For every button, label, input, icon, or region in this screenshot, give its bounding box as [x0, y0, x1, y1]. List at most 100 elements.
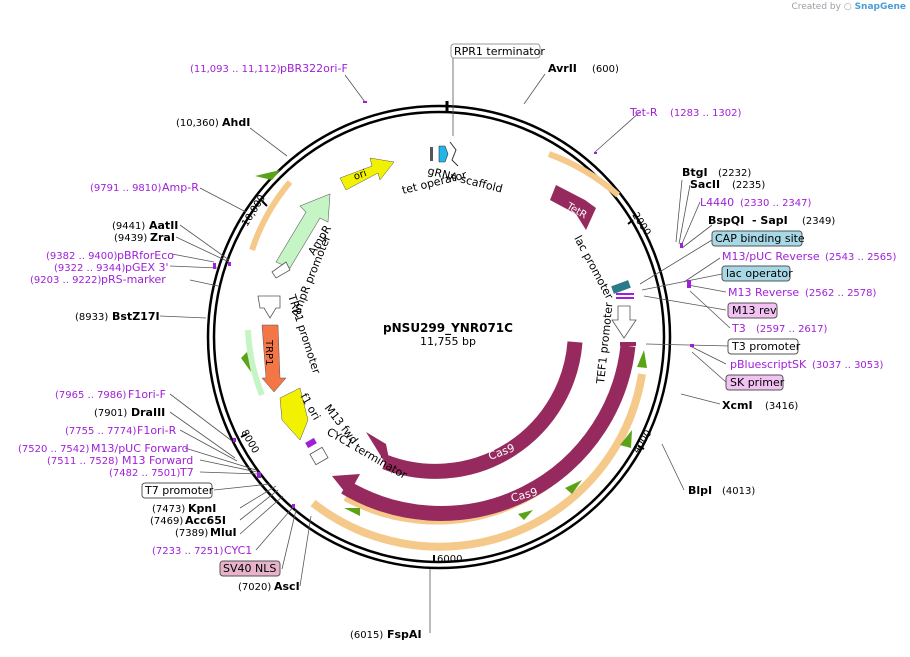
t3-name: T3	[731, 322, 746, 335]
cas9-outer-head	[332, 474, 360, 496]
fspai-pos: (6015)	[350, 630, 383, 641]
trp1-arrow	[261, 324, 287, 393]
xcmi-pos: (3416)	[765, 401, 798, 412]
snapgene-credit: Created by ○ SnapGene	[791, 2, 906, 12]
rpr1-label: RPR1 terminator	[454, 45, 545, 58]
plasmid-size: 11,755 bp	[420, 335, 476, 348]
cas9-band	[310, 373, 646, 551]
green-arrow-2	[637, 350, 647, 368]
leader-lines	[159, 56, 731, 633]
tick-10000	[261, 200, 268, 207]
l4440-range: (2330 .. 2347)	[740, 198, 812, 209]
tick-label-8000: 8000	[238, 428, 260, 456]
cyc1-name: CYC1	[224, 544, 252, 557]
tick-8000	[240, 433, 248, 438]
ampr-site-range: (9791 .. 9810)	[90, 183, 162, 194]
ahdi-pos: (10,360)	[176, 118, 219, 129]
t3-promoter-label: T3 promoter	[731, 340, 801, 353]
ori-label: ori	[352, 168, 368, 183]
green-arrow-4	[565, 480, 582, 494]
pbrforeco-range: (9382 .. 9400)	[46, 251, 118, 262]
tetr-arrow	[550, 185, 596, 230]
sapi-name: - SapI	[752, 214, 788, 227]
pgex-range: (9322 .. 9344)	[54, 263, 126, 274]
green-arrow-7	[241, 352, 251, 372]
pbr322-name: pBR322ori-F	[280, 62, 348, 75]
zrai-pos: (9439)	[114, 233, 147, 244]
avrii-pos: (600)	[592, 64, 619, 75]
l4440-name: L4440	[700, 196, 734, 209]
pbrforeco-name: pBRforEco	[117, 249, 174, 262]
sk-primer-box	[725, 374, 784, 391]
kpni-name: KpnI	[188, 502, 216, 515]
m13puc-fwd-range: (7520 .. 7542)	[18, 444, 90, 455]
acc65i-name: Acc65I	[185, 514, 226, 527]
plasmid-name: pNSU299_YNR071C	[383, 321, 513, 336]
draiii-pos: (7901)	[94, 408, 127, 419]
prs-name: pRS-marker	[101, 273, 166, 286]
t7-name: T7	[179, 466, 194, 479]
bspqi-name: BspQI	[708, 214, 744, 227]
zrai-name: ZraI	[150, 231, 175, 244]
bstz17i-pos: (8933)	[75, 312, 108, 323]
m13puc-fwd-name: M13/pUC Forward	[91, 442, 189, 455]
t7-promoter-box	[141, 482, 213, 499]
f1-ori-arrow	[279, 387, 309, 441]
pbluescriptsk-range: (3037 .. 3053)	[812, 360, 884, 371]
pbr322-range: (11,093 .. 11,112)	[190, 64, 281, 75]
ahdi-name: AhdI	[222, 116, 250, 129]
ori-arrow	[339, 157, 395, 191]
credit-prefix: Created by	[791, 2, 841, 12]
m13puc-rev-name: M13/pUC Reverse	[722, 250, 820, 263]
cas9-outer-arc	[341, 345, 636, 521]
pbluescriptsk-name: pBluescriptSK	[730, 358, 807, 371]
kpni-pos: (7473)	[152, 504, 185, 515]
draiii-name: DraIII	[131, 406, 165, 419]
trp1-label: TRP1	[263, 339, 274, 365]
tetr-site-name: Tet-R	[629, 106, 658, 119]
m13fwd-primer	[305, 437, 317, 449]
m13puc-rev-range: (2543 .. 2565)	[825, 252, 897, 263]
asci-pos: (7020)	[238, 582, 271, 593]
m13fwd-name: M13 Forward	[122, 454, 193, 467]
tick-label-6000: 6000	[437, 554, 462, 565]
rpr1-box	[450, 43, 541, 59]
trp1-promoter-arrow	[257, 295, 281, 319]
tef1-promoter-label: TEF1 promoter	[594, 301, 616, 385]
cyc1-terminator-icon	[309, 446, 329, 466]
trp1-band	[245, 329, 265, 397]
t3-range: (2597 .. 2617)	[756, 324, 828, 335]
bstz17i-name: BstZ17I	[112, 310, 160, 323]
sv40-box	[219, 560, 281, 577]
green-arrow-1	[255, 170, 280, 180]
m13-rev-label: M13 rev	[732, 304, 777, 317]
tick-label-4000: 4000	[631, 428, 654, 455]
m13fwd-range: (7511 .. 7528)	[47, 456, 119, 467]
blpi-pos: (4013)	[722, 486, 755, 497]
m13-reverse-range: (2562 .. 2578)	[805, 288, 877, 299]
t3-promoter-box	[727, 338, 799, 355]
f1ori-f-range: (7965 .. 7986)	[55, 390, 127, 401]
tef1-marker	[620, 342, 636, 346]
ampr-band	[249, 180, 293, 251]
primer-ticks	[213, 101, 694, 508]
tef1-promoter-arrow	[611, 305, 637, 339]
cap-box	[711, 230, 803, 247]
aatii-name: AatII	[149, 219, 178, 232]
acc65i-pos: (7469)	[150, 516, 183, 527]
cas9-inner-head	[366, 432, 392, 474]
green-arrow-3	[620, 430, 632, 448]
t7-range: (7482 .. 7501)	[109, 468, 181, 479]
aatii-pos: (9441)	[112, 221, 145, 232]
pgex-name: pGEX 3'	[125, 261, 169, 274]
avrii-name: AvrII	[548, 62, 577, 75]
cap-binding-site-mark	[611, 280, 631, 294]
primer-mark-1	[616, 293, 634, 295]
green-arrow-6	[344, 508, 360, 516]
backbone-inner	[212, 110, 666, 564]
mlui-pos: (7389)	[175, 528, 208, 539]
asci-name: AscI	[274, 580, 300, 593]
tick-4000	[637, 445, 645, 450]
f1ori-r-range: (7755 .. 7774)	[65, 426, 137, 437]
